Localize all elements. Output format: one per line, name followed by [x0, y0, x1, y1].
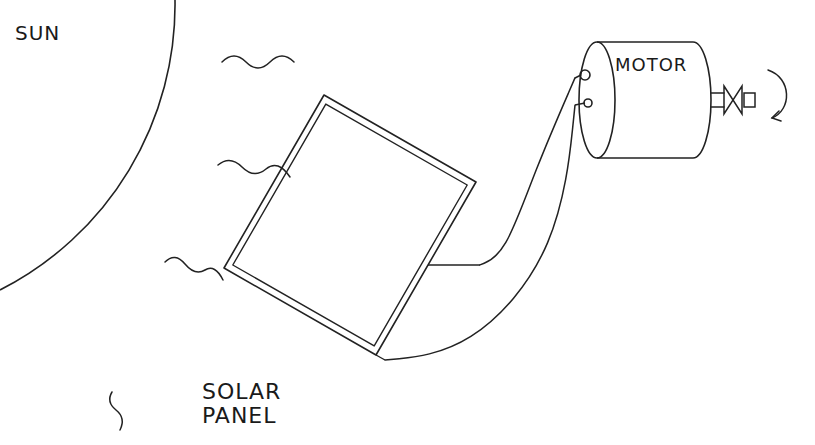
sun-ray [110, 392, 123, 430]
sun-ray [218, 160, 290, 177]
panel-inner-frame [233, 104, 467, 346]
sun-ray [165, 257, 223, 280]
sun-shape: SUN [0, 0, 190, 300]
propeller [724, 86, 742, 114]
sun-ray [222, 56, 294, 68]
panel-frame [224, 95, 476, 355]
shaft-end [744, 93, 755, 107]
motor-cylinder: MOTOR [575, 35, 715, 165]
node-label: SOLAR PANEL [202, 380, 312, 428]
motor-terminal [584, 99, 592, 107]
motor-body [597, 42, 711, 158]
node-label: MOTOR [615, 55, 695, 75]
motor-terminal [580, 70, 590, 80]
node-label: SUN [15, 22, 105, 44]
wire [480, 78, 575, 265]
motor-back-face [579, 42, 615, 158]
rotation-arrow [768, 70, 787, 118]
wire-stub [376, 355, 385, 360]
node-outline [0, 0, 190, 300]
rotation-arrowhead [772, 111, 781, 121]
sun-outline [0, 0, 175, 290]
node-outline [220, 92, 480, 360]
motor-shaft [711, 93, 724, 107]
solar-panel: SOLAR PANEL [220, 92, 480, 360]
wire [385, 105, 575, 360]
wire-stub [575, 75, 585, 105]
wire-stub [428, 264, 480, 265]
